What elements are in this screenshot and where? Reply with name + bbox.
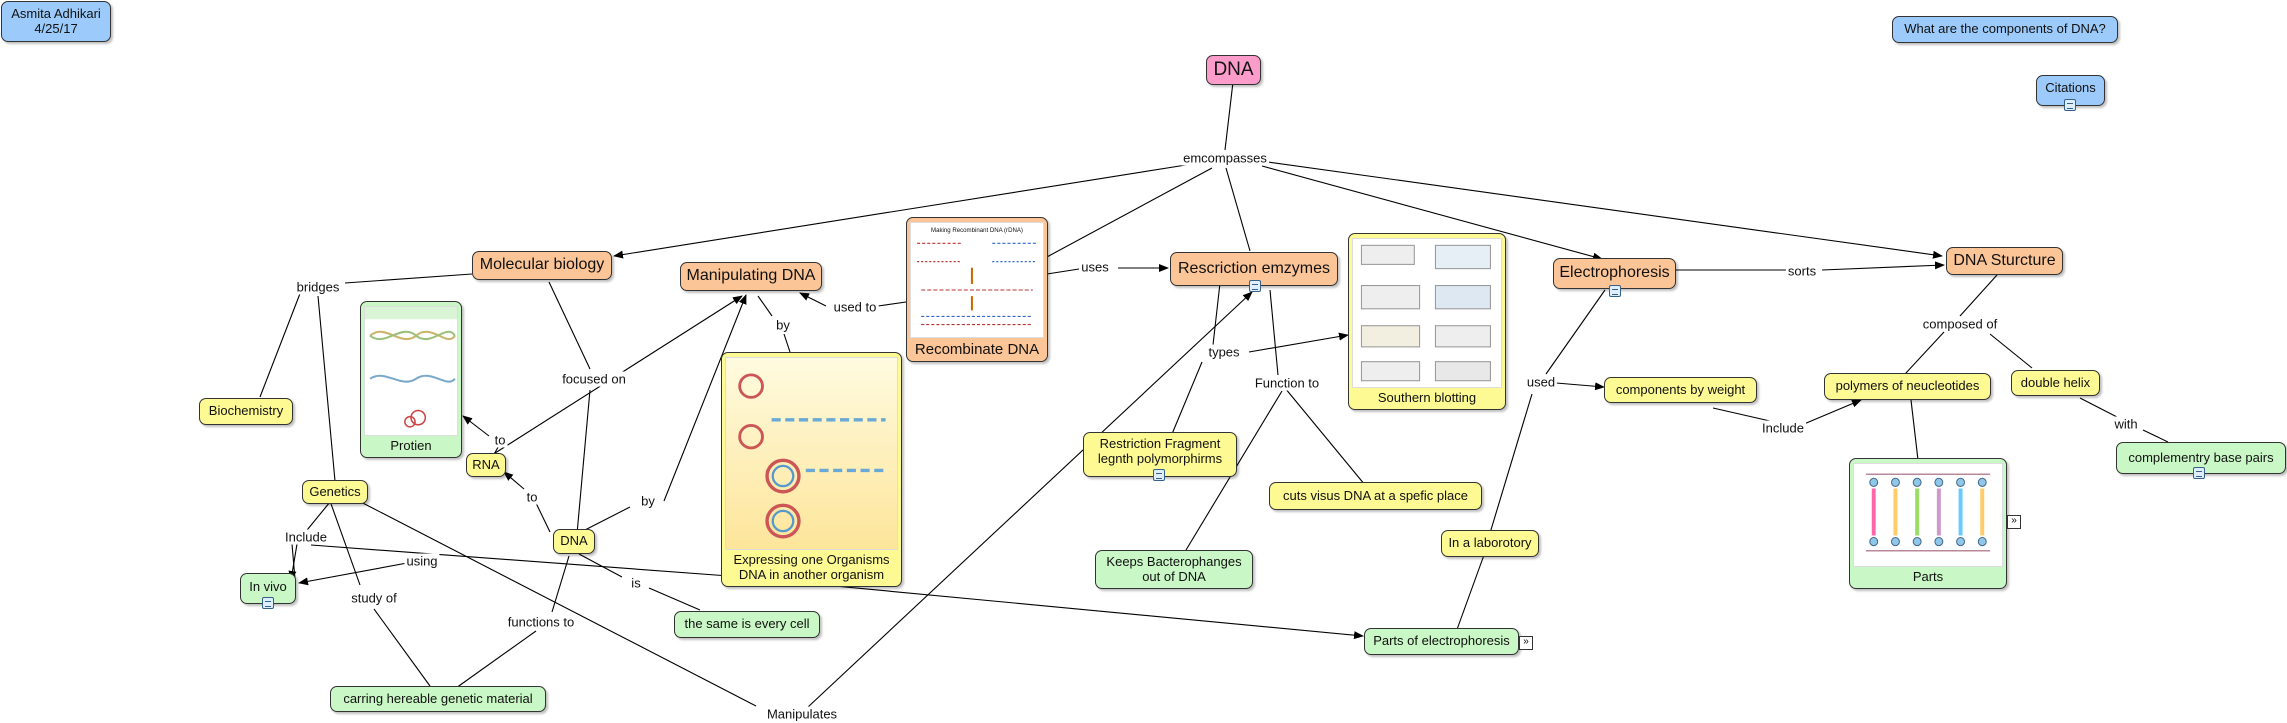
link-label-uses: uses	[1079, 259, 1111, 275]
link-label-bridges: bridges	[294, 279, 342, 295]
link-label-include-right: Include	[1760, 420, 1806, 436]
concept-dna-small-label: DNA	[560, 533, 588, 549]
concept-southern-blotting[interactable]: Southern blotting	[1348, 233, 1506, 410]
link-label-manipulates: Manipulates	[764, 706, 840, 722]
concept-genetics-label: Genetics	[309, 483, 361, 499]
author-box: Asmita Adhikari 4/25/17	[1, 1, 111, 42]
concept-rna[interactable]: RNA	[466, 453, 506, 477]
resource-icon[interactable]	[1153, 469, 1165, 481]
link-label-used: used	[1524, 374, 1558, 390]
concept-biochemistry-label: Biochemistry	[208, 403, 284, 419]
concept-southern-blotting-label: Southern blotting	[1377, 390, 1477, 406]
concept-parts-electrophoresis[interactable]: Parts of electrophoresis	[1364, 628, 1519, 655]
link-label-to-lower: to	[524, 489, 540, 505]
concept-biochemistry[interactable]: Biochemistry	[199, 398, 293, 425]
concept-in-laboratory[interactable]: In a laborotory	[1441, 530, 1539, 557]
dna-rna-protein-image	[364, 306, 458, 437]
concept-polymers-label: polymers of neucleotides	[1835, 378, 1980, 394]
concept-dna-structure[interactable]: DNA Sturcture	[1946, 247, 2063, 275]
concept-parts-electrophoresis-label: Parts of electrophoresis	[1373, 633, 1510, 649]
author-date: 4/25/17	[34, 20, 78, 36]
focus-question-text: What are the components of DNA?	[1904, 21, 2106, 37]
link-label-focused-on: focused on	[560, 371, 628, 387]
concept-manipulating-dna-label: Manipulating DNA	[686, 267, 816, 285]
link-label-types: types	[1206, 344, 1242, 360]
concept-expressing-label: Expressing one Organisms DNA in another …	[733, 552, 890, 583]
link-label-include-left: Include	[283, 529, 329, 545]
concept-same-every-cell[interactable]: the same is every cell	[674, 611, 820, 638]
concept-protien-label: Protien	[390, 438, 432, 454]
concept-keeps-bacteriophages-label: Keeps Bacterophanges out of DNA	[1106, 553, 1242, 584]
recombinate-title: Making Recombinant DNA (rDNA)	[931, 227, 1023, 234]
concept-components-weight[interactable]: components by weight	[1604, 377, 1757, 403]
concept-in-vivo-label: In vivo	[249, 579, 287, 594]
link-label-by-top: by	[774, 317, 792, 333]
concept-expressing[interactable]: Expressing one Organisms DNA in another …	[721, 352, 902, 587]
concept-components-weight-label: components by weight	[1615, 381, 1746, 397]
southern-blotting-image	[1352, 238, 1502, 389]
concept-double-helix[interactable]: double helix	[2011, 370, 2100, 396]
concept-recombinate-dna[interactable]: Making Recombinant DNA (rDNA) Recombinat…	[906, 217, 1048, 362]
resource-icon[interactable]	[1609, 285, 1621, 297]
concept-manipulating-dna[interactable]: Manipulating DNA	[680, 262, 822, 291]
expand-arrows-icon[interactable]: »	[1519, 636, 1533, 650]
concept-rflp-label: Restriction Fragment legnth polymorphirm…	[1097, 436, 1223, 466]
link-label-sorts: sorts	[1785, 263, 1819, 279]
concept-dna-structure-label: DNA Sturcture	[1953, 251, 2056, 269]
concept-parts[interactable]: Parts	[1849, 458, 2007, 589]
concept-dna-small[interactable]: DNA	[553, 529, 595, 554]
concept-carrying[interactable]: carring hereable genetic material	[330, 686, 546, 712]
concept-cuts[interactable]: cuts visus DNA at a spefic place	[1269, 482, 1482, 510]
link-label-functions-to: functions to	[505, 614, 577, 630]
concept-dna-root-label: DNA	[1213, 59, 1254, 81]
resource-icon[interactable]	[2193, 467, 2205, 479]
link-label-to-upper: to	[492, 432, 508, 448]
concept-same-every-cell-label: the same is every cell	[684, 616, 810, 632]
dna-parts-image	[1853, 463, 2003, 568]
focus-question: What are the components of DNA?	[1892, 16, 2118, 43]
link-label-with: with	[2112, 416, 2140, 432]
concept-genetics[interactable]: Genetics	[302, 480, 368, 504]
concept-protien[interactable]: Protien	[360, 301, 462, 458]
link-label-is: is	[629, 575, 643, 591]
concept-polymers[interactable]: polymers of neucleotides	[1824, 373, 1991, 400]
concept-in-laboratory-label: In a laborotory	[1448, 535, 1532, 551]
concept-cuts-label: cuts visus DNA at a spefic place	[1283, 487, 1468, 503]
link-label-using: using	[404, 553, 440, 569]
concept-rna-label: RNA	[472, 456, 500, 472]
concept-restriction-enzymes-label: Rescriction emzymes	[1177, 259, 1331, 277]
citations-label: Citations	[2045, 80, 2096, 95]
concept-keeps-bacteriophages[interactable]: Keeps Bacterophanges out of DNA	[1095, 550, 1253, 589]
link-label-by-lower: by	[639, 493, 657, 509]
concept-carrying-label: carring hereable genetic material	[343, 690, 533, 706]
concept-electrophoresis-label: Electrophoresis	[1559, 264, 1670, 282]
concept-recombinate-dna-label: Recombinate DNA	[914, 340, 1040, 358]
link-label-study-of: study of	[349, 590, 399, 606]
concept-double-helix-label: double helix	[2020, 374, 2091, 390]
resource-icon[interactable]	[1249, 280, 1261, 292]
resource-icon[interactable]	[262, 597, 274, 609]
recombinant-dna-image: Making Recombinant DNA (rDNA)	[910, 222, 1044, 338]
concept-complementary-label: complementry base pairs	[2128, 449, 2274, 465]
concept-molecular-biology[interactable]: Molecular biology	[472, 251, 612, 280]
concept-dna-root[interactable]: DNA	[1206, 55, 1261, 85]
concept-molecular-biology-label: Molecular biology	[479, 256, 605, 274]
concept-electrophoresis[interactable]: Electrophoresis	[1553, 258, 1676, 289]
link-label-function-to: Function to	[1252, 375, 1322, 391]
expressing-dna-image	[725, 357, 898, 551]
link-label-used-to: used to	[831, 299, 879, 315]
resource-icon[interactable]	[2064, 99, 2076, 111]
author-name: Asmita Adhikari	[11, 5, 101, 21]
link-label-composed-of: composed of	[1920, 316, 2000, 332]
concept-restriction-enzymes[interactable]: Rescriction emzymes	[1170, 252, 1338, 286]
expand-arrows-icon[interactable]: »	[2007, 515, 2021, 529]
link-label-emcompasses: emcompasses	[1181, 150, 1269, 166]
concept-parts-label: Parts	[1912, 569, 1944, 585]
